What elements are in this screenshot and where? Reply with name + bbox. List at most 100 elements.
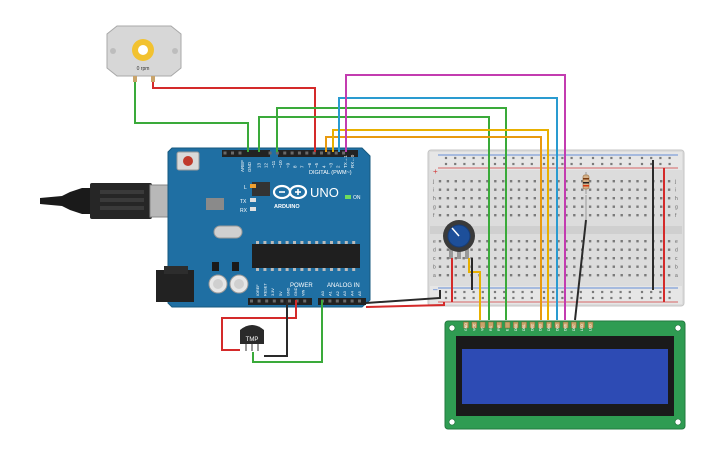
breadboard-hole[interactable] (502, 265, 505, 268)
breadboard-hole[interactable] (478, 197, 481, 200)
breadboard-hole[interactable] (446, 257, 450, 260)
breadboard-hole[interactable] (541, 257, 544, 260)
breadboard-hole[interactable] (533, 214, 536, 217)
rail-hole[interactable] (659, 162, 662, 166)
analog-pin[interactable] (358, 299, 361, 303)
rail-hole[interactable] (610, 162, 613, 166)
rail-hole[interactable] (570, 162, 573, 166)
breadboard-hole[interactable] (486, 205, 489, 208)
header-pin[interactable] (283, 151, 287, 155)
rail-hole[interactable] (650, 162, 653, 166)
breadboard-hole[interactable] (636, 257, 639, 260)
breadboard-hole[interactable] (549, 188, 552, 191)
rail-hole[interactable] (659, 290, 662, 294)
breadboard-hole[interactable] (667, 188, 671, 191)
breadboard-hole[interactable] (636, 188, 639, 191)
rail-hole[interactable] (650, 296, 653, 300)
breadboard-hole[interactable] (438, 205, 442, 208)
breadboard-hole[interactable] (644, 265, 647, 268)
rail-hole[interactable] (579, 296, 582, 300)
header-pin[interactable] (275, 151, 279, 155)
rail-hole[interactable] (493, 296, 497, 300)
analog-pin[interactable] (350, 299, 354, 303)
breadboard-hole[interactable] (612, 240, 615, 243)
lcd-pin[interactable] (496, 321, 502, 329)
breadboard-hole[interactable] (454, 214, 457, 217)
rail-hole[interactable] (561, 290, 564, 294)
breadboard-hole[interactable] (565, 240, 568, 243)
rail-hole[interactable] (561, 156, 564, 160)
breadboard-hole[interactable] (517, 248, 521, 251)
analog-pin[interactable] (343, 299, 347, 303)
lcd-pin[interactable] (471, 321, 478, 329)
rail-hole[interactable] (463, 156, 466, 160)
lcd-pin[interactable] (546, 321, 552, 329)
breadboard-hole[interactable] (502, 257, 505, 260)
breadboard-hole[interactable] (644, 197, 647, 200)
breadboard-hole[interactable] (509, 248, 513, 251)
rail-hole[interactable] (444, 162, 448, 166)
rail-hole[interactable] (628, 156, 631, 160)
breadboard-hole[interactable] (667, 197, 671, 200)
breadboard-hole[interactable] (604, 274, 608, 277)
breadboard-hole[interactable] (581, 180, 584, 183)
breadboard-hole[interactable] (541, 180, 544, 183)
lcd-pin[interactable] (521, 321, 527, 329)
breadboard-hole[interactable] (549, 205, 552, 208)
header-pin[interactable] (320, 151, 323, 155)
rail-hole[interactable] (561, 162, 564, 166)
breadboard-hole[interactable] (470, 188, 473, 191)
breadboard-hole[interactable] (517, 197, 521, 200)
breadboard-hole[interactable] (470, 197, 473, 200)
breadboard-hole[interactable] (533, 257, 536, 260)
breadboard-hole[interactable] (573, 180, 576, 183)
breadboard-hole[interactable] (438, 274, 442, 277)
breadboard-hole[interactable] (541, 240, 544, 243)
breadboard-hole[interactable] (565, 214, 568, 217)
breadboard-hole[interactable] (620, 240, 623, 243)
breadboard-hole[interactable] (541, 197, 544, 200)
breadboard-hole[interactable] (549, 240, 552, 243)
breadboard-hole[interactable] (549, 214, 552, 217)
breadboard-hole[interactable] (462, 265, 465, 268)
rail-hole[interactable] (668, 156, 671, 160)
breadboard-hole[interactable] (604, 214, 608, 217)
header-pin[interactable] (327, 151, 331, 155)
rail-hole[interactable] (619, 156, 622, 160)
breadboard-hole[interactable] (573, 248, 576, 251)
lcd-pin[interactable] (529, 321, 536, 329)
breadboard-hole[interactable] (557, 214, 560, 217)
breadboard-hole[interactable] (581, 188, 584, 191)
breadboard-hole[interactable] (628, 197, 631, 200)
header-pin[interactable] (268, 151, 272, 155)
breadboard-hole[interactable] (438, 265, 442, 268)
breadboard-hole[interactable] (557, 265, 560, 268)
breadboard-hole[interactable] (549, 180, 552, 183)
breadboard-hole[interactable] (644, 180, 647, 183)
breadboard-hole[interactable] (628, 265, 631, 268)
breadboard-hole[interactable] (541, 205, 544, 208)
breadboard-hole[interactable] (462, 214, 465, 217)
breadboard-hole[interactable] (573, 265, 576, 268)
resistor[interactable] (582, 172, 590, 194)
wire-motor-green[interactable] (134, 82, 249, 152)
rail-hole[interactable] (552, 162, 555, 166)
breadboard-hole[interactable] (636, 274, 639, 277)
breadboard-hole[interactable] (541, 214, 544, 217)
rail-hole[interactable] (668, 296, 671, 300)
breadboard-hole[interactable] (660, 265, 663, 268)
breadboard-hole[interactable] (541, 274, 544, 277)
rail-hole[interactable] (463, 290, 466, 294)
tmp-sensor[interactable]: TMP (240, 325, 264, 351)
breadboard-hole[interactable] (470, 214, 473, 217)
breadboard-hole[interactable] (612, 274, 615, 277)
header-pin[interactable] (334, 151, 338, 155)
breadboard-hole[interactable] (478, 248, 481, 251)
rail-hole[interactable] (579, 162, 582, 166)
breadboard-hole[interactable] (604, 205, 608, 208)
breadboard-hole[interactable] (438, 248, 442, 251)
breadboard-hole[interactable] (494, 197, 497, 200)
lcd-pin[interactable] (537, 321, 544, 329)
breadboard-hole[interactable] (644, 240, 647, 243)
